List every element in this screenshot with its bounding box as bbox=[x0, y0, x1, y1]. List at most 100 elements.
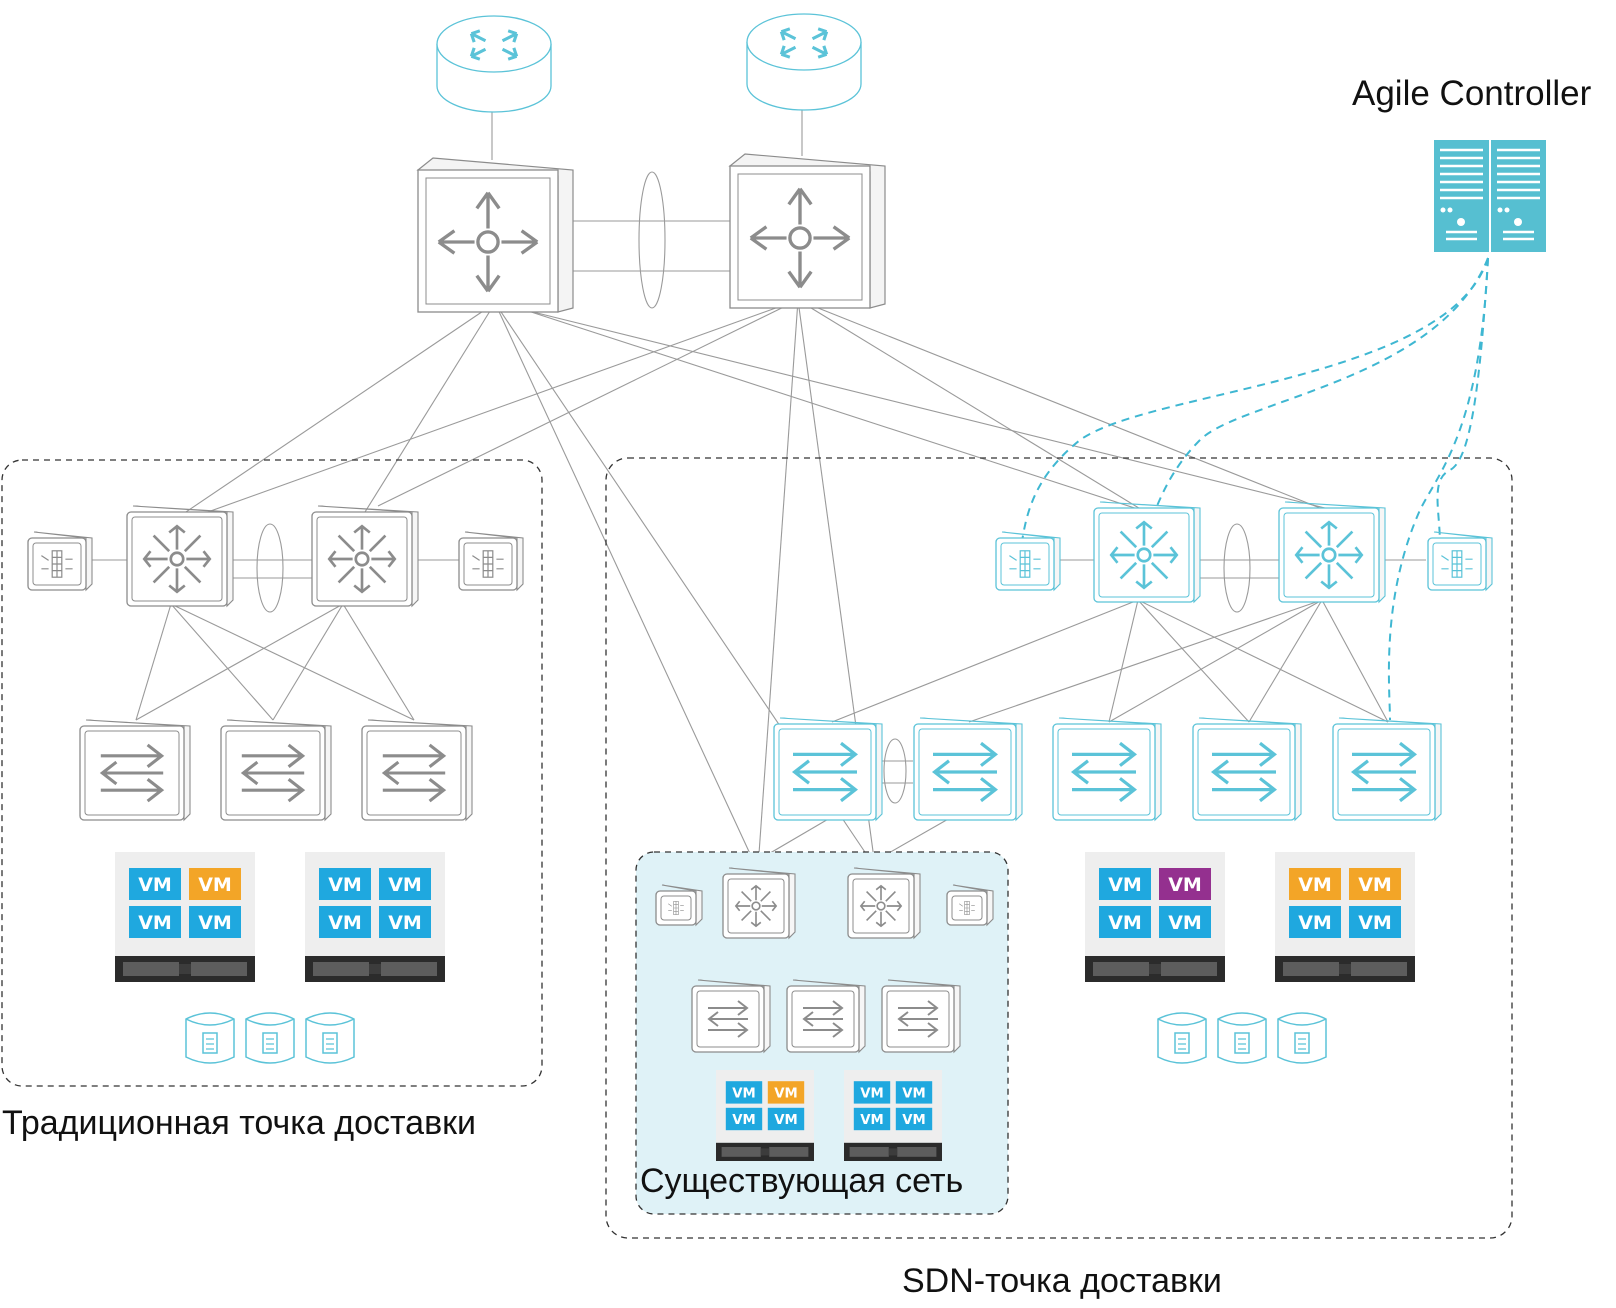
storage-disk-icon bbox=[1217, 1012, 1267, 1064]
vm-tile-label: VM bbox=[1358, 874, 1392, 896]
core-switch-right bbox=[728, 153, 886, 309]
access-switch bbox=[361, 719, 473, 822]
vm-tile bbox=[129, 868, 181, 900]
vm-tile bbox=[319, 906, 371, 938]
storage-disk-icon bbox=[185, 1012, 235, 1064]
vm-tile-label: VM bbox=[774, 1113, 798, 1128]
storage-disk-icon bbox=[1157, 1012, 1207, 1064]
access-switch bbox=[220, 719, 332, 822]
vm-tile bbox=[853, 1107, 891, 1131]
vm-tile-label: VM bbox=[860, 1086, 884, 1101]
vm-tile bbox=[895, 1107, 933, 1131]
vm-tile-label: VM bbox=[138, 874, 172, 896]
storage-disk-icon bbox=[305, 1012, 355, 1064]
sdn-firewall bbox=[1427, 531, 1493, 592]
vm-tile bbox=[379, 868, 431, 900]
vm-tile bbox=[853, 1081, 891, 1104]
vm-tile-label: VM bbox=[1298, 912, 1332, 934]
sdn-pod-label: SDN-точка доставки bbox=[902, 1262, 1222, 1300]
aggregation-switch bbox=[126, 505, 234, 608]
existing-network-label: Существующая сеть bbox=[640, 1162, 964, 1200]
vm-tile bbox=[767, 1081, 805, 1104]
vm-tile-label: VM bbox=[198, 912, 232, 934]
vm-tile bbox=[1349, 868, 1401, 900]
aggregation-switch bbox=[311, 505, 419, 608]
vm-tile bbox=[1159, 906, 1211, 938]
vm-tile-label: VM bbox=[138, 912, 172, 934]
sdn-access-switch bbox=[913, 717, 1023, 822]
vm-tile bbox=[767, 1107, 805, 1131]
firewall bbox=[946, 884, 994, 927]
vm-tile bbox=[1099, 906, 1151, 938]
vm-tile-label: VM bbox=[198, 874, 232, 896]
sdn-access-switch bbox=[1192, 717, 1302, 822]
server-chassis bbox=[1085, 956, 1225, 982]
vm-tile-label: VM bbox=[1168, 912, 1202, 934]
access-switch bbox=[881, 979, 961, 1054]
sdn-aggregation-switch bbox=[1093, 501, 1201, 604]
core-switch-left bbox=[416, 157, 574, 313]
sdn-aggregation-switch bbox=[1278, 501, 1386, 604]
vm-tile bbox=[895, 1081, 933, 1104]
firewall bbox=[458, 531, 524, 592]
server-chassis bbox=[844, 1142, 942, 1161]
storage-disk-icon bbox=[245, 1012, 295, 1064]
vm-tile bbox=[1289, 868, 1341, 900]
vm-tile bbox=[189, 906, 241, 938]
vm-server: VM VM VM VM bbox=[1275, 852, 1415, 982]
egress-router-right bbox=[746, 13, 862, 111]
traditional-pod-boundary bbox=[1, 459, 543, 1087]
sdn-pod-boundary bbox=[605, 457, 1513, 1239]
access-switch bbox=[691, 979, 771, 1054]
vm-tile bbox=[1349, 906, 1401, 938]
sdn-access-switch bbox=[773, 717, 883, 822]
network-devices bbox=[27, 501, 1493, 1054]
controller-links bbox=[1019, 257, 1489, 721]
agile-controller-server-icon bbox=[1434, 140, 1546, 252]
vm-tile-label: VM bbox=[902, 1113, 926, 1128]
vm-tile bbox=[725, 1081, 763, 1104]
firewall bbox=[655, 884, 703, 927]
server-chassis bbox=[115, 956, 255, 982]
traditional-pod-label: Традиционная точка доставки bbox=[2, 1104, 477, 1142]
sdn-access-switch bbox=[1052, 717, 1162, 822]
access-switch bbox=[786, 979, 866, 1054]
agile-controller-label: Agile Controller bbox=[1352, 74, 1592, 113]
vm-tile-label: VM bbox=[328, 912, 362, 934]
vm-server: VM VM VM VM bbox=[305, 852, 445, 982]
vm-server: VM VM VM VM bbox=[1085, 852, 1225, 982]
egress-router-left bbox=[436, 15, 552, 113]
server-chassis bbox=[305, 956, 445, 982]
vm-tile-label: VM bbox=[328, 874, 362, 896]
vm-tile bbox=[725, 1107, 763, 1131]
access-switch bbox=[79, 719, 191, 822]
vm-tile bbox=[379, 906, 431, 938]
vm-tile-label: VM bbox=[1108, 912, 1142, 934]
vm-tile-label: VM bbox=[902, 1086, 926, 1101]
vm-tile bbox=[319, 868, 371, 900]
vm-server: VM VM VM VM bbox=[115, 852, 255, 982]
vm-tile-label: VM bbox=[1168, 874, 1202, 896]
vm-tile-label: VM bbox=[774, 1086, 798, 1101]
firewall bbox=[27, 531, 93, 592]
sdn-firewall bbox=[995, 531, 1061, 592]
vm-tile-label: VM bbox=[1298, 874, 1332, 896]
server-chassis bbox=[716, 1142, 814, 1161]
sdn-access-switch bbox=[1332, 717, 1442, 822]
vm-tile bbox=[1099, 868, 1151, 900]
vm-tile-label: VM bbox=[388, 912, 422, 934]
vm-tile-label: VM bbox=[1358, 912, 1392, 934]
vm-tile bbox=[1159, 868, 1211, 900]
vm-tile-label: VM bbox=[732, 1113, 756, 1128]
aggregation-switch bbox=[722, 867, 796, 940]
vm-tile bbox=[1289, 906, 1341, 938]
aggregation-switch bbox=[847, 867, 921, 940]
server-chassis bbox=[1275, 956, 1415, 982]
vm-tile-label: VM bbox=[388, 874, 422, 896]
storage-disk-icon bbox=[1277, 1012, 1327, 1064]
vm-tile-label: VM bbox=[1108, 874, 1142, 896]
vm-tile bbox=[129, 906, 181, 938]
